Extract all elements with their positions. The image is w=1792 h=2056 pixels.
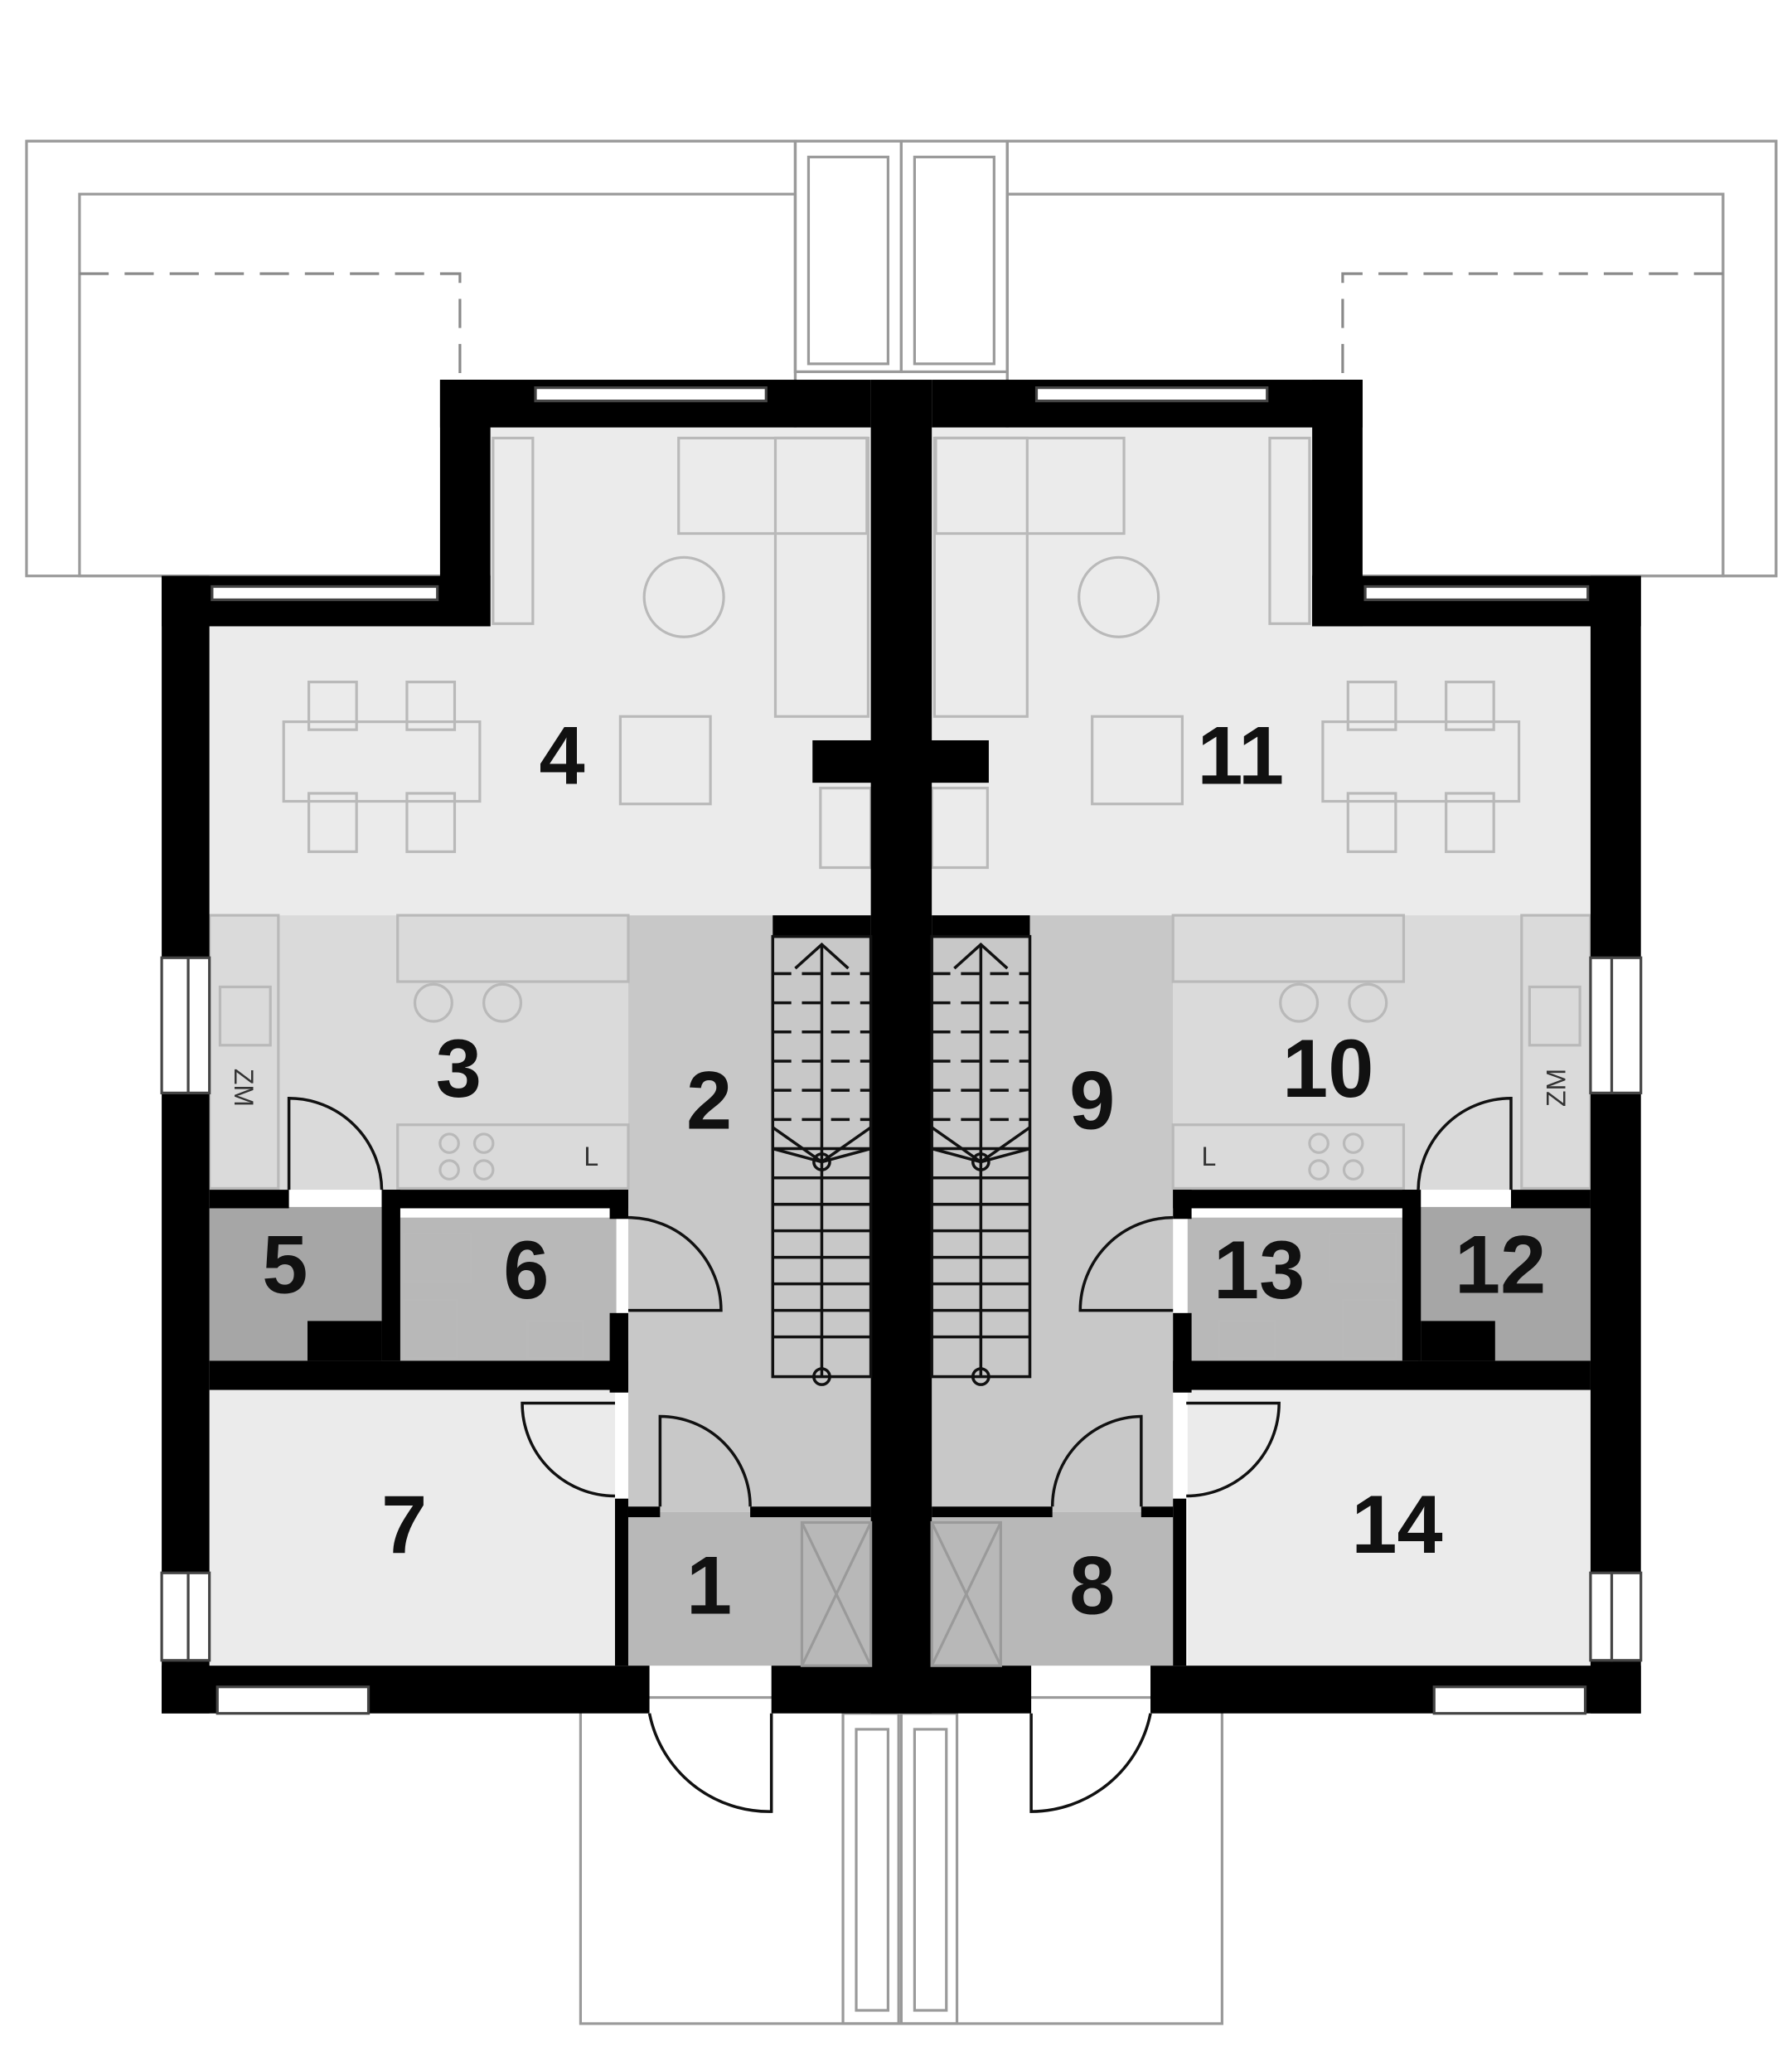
- room-label-3: 3: [436, 1023, 482, 1115]
- front-terrace-outline: [579, 1695, 1223, 2025]
- room-11-fill: [932, 427, 1591, 916]
- room-2-fill: [627, 915, 871, 1512]
- boiler-label-left: ZM: [229, 1069, 259, 1107]
- room-labels: 1 2 3 4 5 6 7 8 9 10 11 12 13 14: [262, 710, 1546, 1632]
- room-label-5: 5: [262, 1220, 308, 1312]
- room-13-fill: [1187, 1217, 1402, 1361]
- room-label-6: 6: [503, 1224, 549, 1317]
- room-label-2: 2: [686, 1055, 732, 1147]
- laundry-label-right: L: [1201, 1142, 1216, 1171]
- room-7-fill: [209, 1389, 615, 1666]
- room-6-fill: [400, 1217, 617, 1361]
- room-14-fill: [1187, 1389, 1591, 1666]
- laundry-label-left: L: [584, 1142, 598, 1171]
- room-4-fill: [209, 427, 871, 916]
- room-label-4: 4: [539, 710, 584, 803]
- room-3-fill: [209, 915, 628, 1190]
- room-label-13: 13: [1213, 1224, 1305, 1317]
- room-label-10: 10: [1282, 1023, 1373, 1115]
- boiler-label-right: ZM: [1541, 1069, 1571, 1107]
- wardrobes: [800, 1520, 1002, 1667]
- room-1-fill: [627, 1511, 871, 1666]
- room-label-11: 11: [1197, 710, 1284, 803]
- furniture-left: [208, 436, 873, 1360]
- room-10-fill: [1173, 915, 1591, 1190]
- room-label-8: 8: [1069, 1540, 1115, 1632]
- room-label-1: 1: [686, 1540, 732, 1632]
- staircase-right: [930, 934, 1032, 1386]
- windows: [160, 386, 1643, 1715]
- room-label-7: 7: [381, 1479, 427, 1571]
- room-label-9: 9: [1069, 1055, 1115, 1147]
- room-9-fill: [932, 915, 1174, 1512]
- room-label-12: 12: [1455, 1220, 1546, 1312]
- room-label-14: 14: [1351, 1479, 1442, 1571]
- staircase-left: [771, 934, 873, 1386]
- doors: [287, 1096, 1513, 1813]
- room-8-fill: [932, 1511, 1174, 1666]
